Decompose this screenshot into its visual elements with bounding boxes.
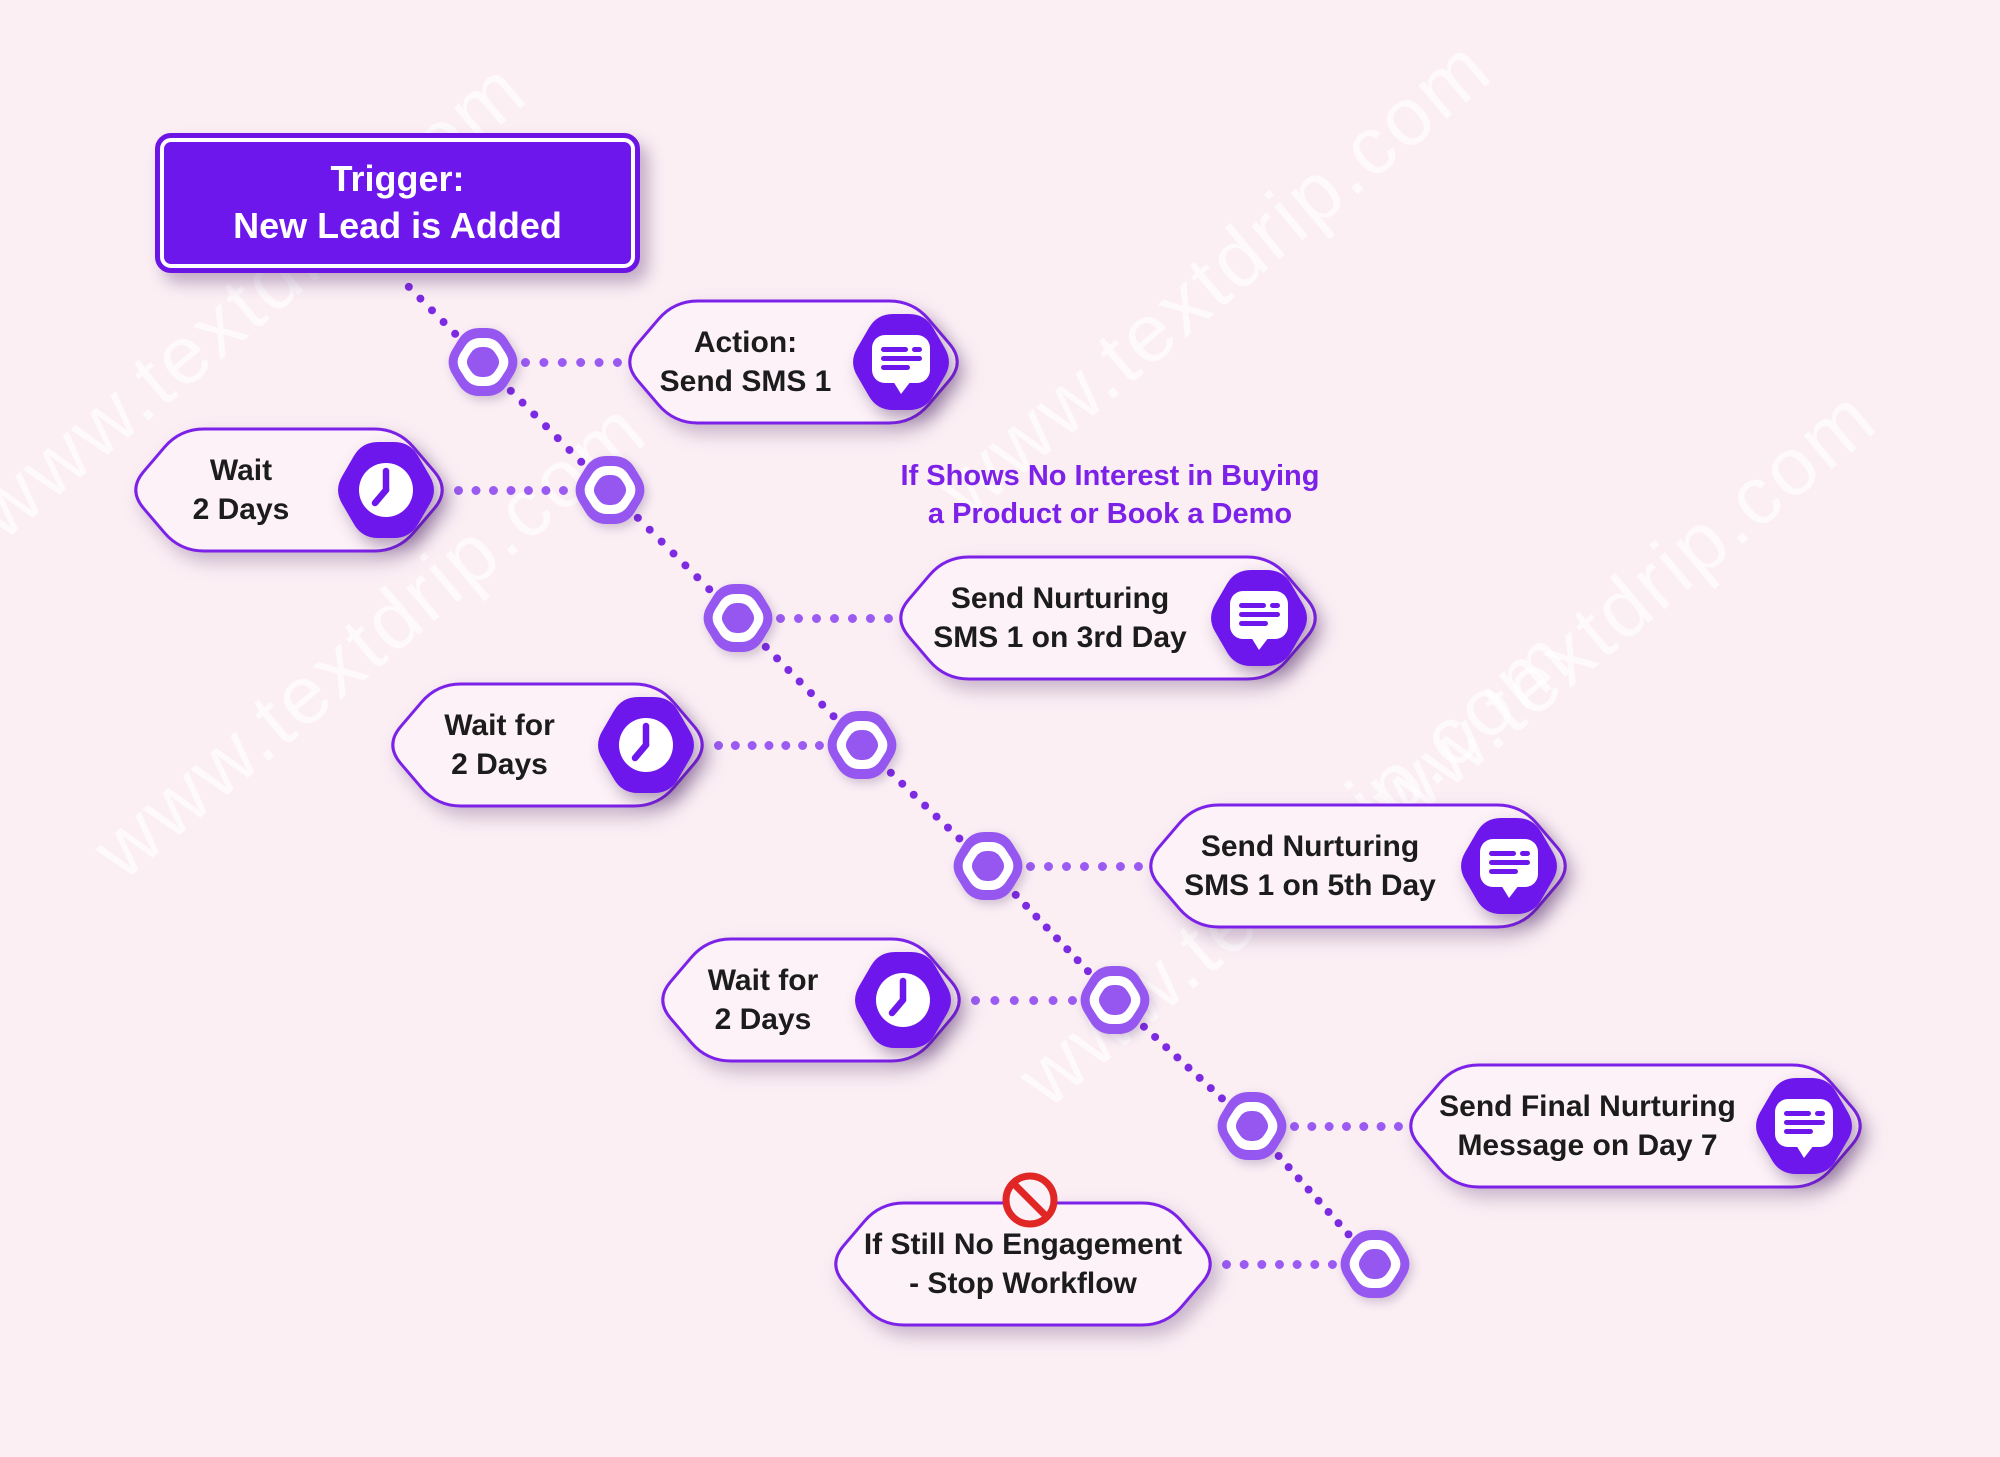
diagonal-dotted-connector — [505, 384, 588, 468]
step-label-line2: Send SMS 1 — [659, 365, 832, 398]
pill-shape — [1409, 1063, 1862, 1189]
step-wait-for-2-days-2: Wait for 2 Days — [655, 937, 967, 1063]
step-label-line2: Message on Day 7 — [1457, 1129, 1718, 1162]
step-label: Send Final Nurturing Message on Day 7 — [1429, 1065, 1746, 1187]
step-label-line2: - Stop Workflow — [909, 1267, 1137, 1300]
condition-line2: a Product or Book a Demo — [927, 498, 1293, 531]
step-label-line1: Send Final Nurturing — [1439, 1090, 1736, 1123]
diagonal-dotted-connector — [760, 640, 840, 723]
condition-line1: If Shows No Interest in Buying — [900, 460, 1320, 492]
step-label: Wait for 2 Days — [681, 939, 845, 1061]
workflow-node-icon — [1217, 1092, 1287, 1160]
step-label: Wait 2 Days — [154, 429, 328, 551]
step-send-final-nurturing-message-day-7: Send Final Nurturing Message on Day 7 — [1403, 1063, 1868, 1189]
sms-icon — [853, 314, 949, 410]
step-label: Action: Send SMS 1 — [648, 301, 843, 423]
step-wait-for-2-days: Wait for 2 Days — [385, 682, 710, 808]
connector-to-send-nurturing-3rd-day — [776, 614, 893, 623]
clock-icon — [855, 952, 951, 1048]
step-label: Send Nurturing SMS 1 on 5th Day — [1169, 805, 1451, 927]
connector-to-stop-workflow — [1222, 1260, 1337, 1269]
workflow-node-icon — [1080, 966, 1150, 1034]
step-label: Send Nurturing SMS 1 on 3rd Day — [919, 557, 1201, 679]
step-wait-2-days: Wait 2 Days — [128, 427, 450, 553]
clock-icon — [598, 697, 694, 793]
connector-to-send-final-nurturing — [1290, 1122, 1403, 1131]
step-label-line2: 2 Days — [192, 493, 290, 526]
step-label-line1: Wait — [209, 454, 273, 487]
step-label-line1: Wait for — [444, 709, 555, 742]
prohibition-icon — [1002, 1172, 1058, 1228]
step-label: Wait for 2 Days — [411, 684, 588, 806]
step-label-line1: Send Nurturing — [1200, 830, 1420, 863]
connector-to-send-nurturing-5th-day — [1026, 862, 1143, 871]
trigger-box: Trigger: New Lead is Added — [155, 133, 640, 273]
step-label-line1: Action: — [693, 326, 798, 359]
step-label-line2: 2 Days — [451, 748, 548, 781]
workflow-node-icon — [953, 832, 1023, 900]
clock-icon — [338, 442, 434, 538]
diagonal-dotted-connector — [1272, 1150, 1355, 1240]
step-label-line1: Send Nurturing — [950, 582, 1170, 615]
step-label-line2: SMS 1 on 5th Day — [1184, 869, 1436, 902]
trigger-label-line2: New Lead is Added — [233, 205, 562, 246]
trigger-label-line1: Trigger: — [330, 158, 465, 200]
diagonal-dotted-connector — [1009, 889, 1094, 977]
condition-text: If Shows No Interest in Buying a Product… — [850, 457, 1370, 534]
pill-shape — [899, 555, 1317, 681]
pill-shape — [834, 1201, 1212, 1327]
step-if-still-no-engagement-stop-workflow: If Still No Engagement - Stop Workflow — [828, 1201, 1218, 1327]
pill-shape — [1149, 803, 1567, 929]
sms-icon — [1211, 570, 1307, 666]
step-label-line1: Wait for — [707, 964, 819, 997]
workflow-node-icon — [575, 456, 645, 524]
step-label-line1: If Still No Engagement — [863, 1228, 1183, 1261]
workflow-node-icon — [1340, 1230, 1410, 1298]
step-action-send-sms-1: Action: Send SMS 1 — [622, 299, 965, 425]
connector-to-wait-for-2-days-2 — [971, 996, 1077, 1005]
connector-to-wait-2-days — [454, 486, 568, 495]
diagonal-dotted-connector — [632, 512, 716, 596]
sms-icon — [1461, 818, 1557, 914]
step-label-line2: SMS 1 on 3rd Day — [933, 621, 1187, 654]
step-label: If Still No Engagement - Stop Workflow — [852, 1203, 1194, 1325]
workflow-node-icon — [448, 328, 518, 396]
step-send-nurturing-sms-1-3rd-day: Send Nurturing SMS 1 on 3rd Day — [893, 555, 1323, 681]
workflow-node-icon — [827, 711, 897, 779]
connector-to-wait-for-2-days — [714, 741, 824, 750]
sms-icon — [1756, 1078, 1852, 1174]
workflow-node-icon — [703, 584, 773, 652]
connector-to-action-send-sms-1 — [521, 358, 622, 367]
step-send-nurturing-sms-1-5th-day: Send Nurturing SMS 1 on 5th Day — [1143, 803, 1573, 929]
step-label-line2: 2 Days — [714, 1003, 812, 1036]
